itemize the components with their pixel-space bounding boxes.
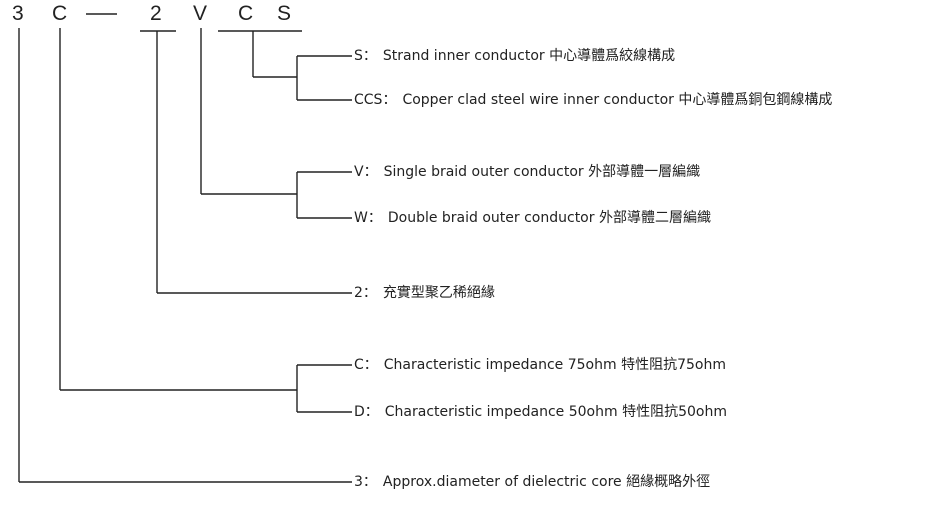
legend-w-text: Double braid outer conductor 外部導體二層編織	[387, 210, 711, 226]
legend-w-key: W：	[354, 210, 382, 226]
legend-d-text: Characteristic impedance 50ohm 特性阻抗50ohm	[384, 404, 727, 420]
legend-ccs-text: Copper clad steel wire inner conductor 中…	[402, 92, 833, 108]
legend-s-text: Strand inner conductor 中心導體爲絞線構成	[382, 48, 676, 64]
code-char-3: 3	[12, 2, 24, 25]
code-char-v: V	[193, 2, 208, 25]
legend-d: D： Characteristic impedance 50ohm 特性阻抗50o…	[354, 403, 727, 421]
legend-2-text: 充實型聚乙稀絕緣	[382, 285, 495, 301]
legend-3: 3： Approx.diameter of dielectric core 絕緣概…	[354, 473, 710, 491]
legend-ccs: CCS： Copper clad steel wire inner conduct…	[354, 91, 832, 109]
legend-2: 2： 充實型聚乙稀絕緣	[354, 284, 495, 302]
code-char-c2: C	[238, 2, 254, 25]
legend-c-text: Characteristic impedance 75ohm 特性阻抗75ohm	[383, 357, 726, 373]
legend-3-text: Approx.diameter of dielectric core 絕緣概略外…	[382, 474, 711, 490]
legend-s-key: S：	[354, 48, 377, 64]
legend-v-text: Single braid outer conductor 外部導體一層編織	[383, 164, 701, 180]
legend-3-key: 3：	[354, 474, 377, 490]
legend-d-key: D：	[354, 404, 379, 420]
legend-ccs-key: CCS：	[354, 92, 397, 108]
legend-v-key: V：	[354, 164, 378, 180]
code-char-2: 2	[150, 2, 162, 25]
code-char-s: S	[277, 2, 292, 25]
legend-v: V： Single braid outer conductor 外部導體一層編織	[354, 163, 700, 181]
legend-w: W： Double braid outer conductor 外部導體二層編織	[354, 209, 711, 227]
legend-s: S： Strand inner conductor 中心導體爲絞線構成	[354, 47, 675, 65]
legend-2-key: 2：	[354, 285, 377, 301]
legend-c-key: C：	[354, 357, 378, 373]
code-char-c: C	[52, 2, 68, 25]
legend-c: C： Characteristic impedance 75ohm 特性阻抗75o…	[354, 356, 726, 374]
